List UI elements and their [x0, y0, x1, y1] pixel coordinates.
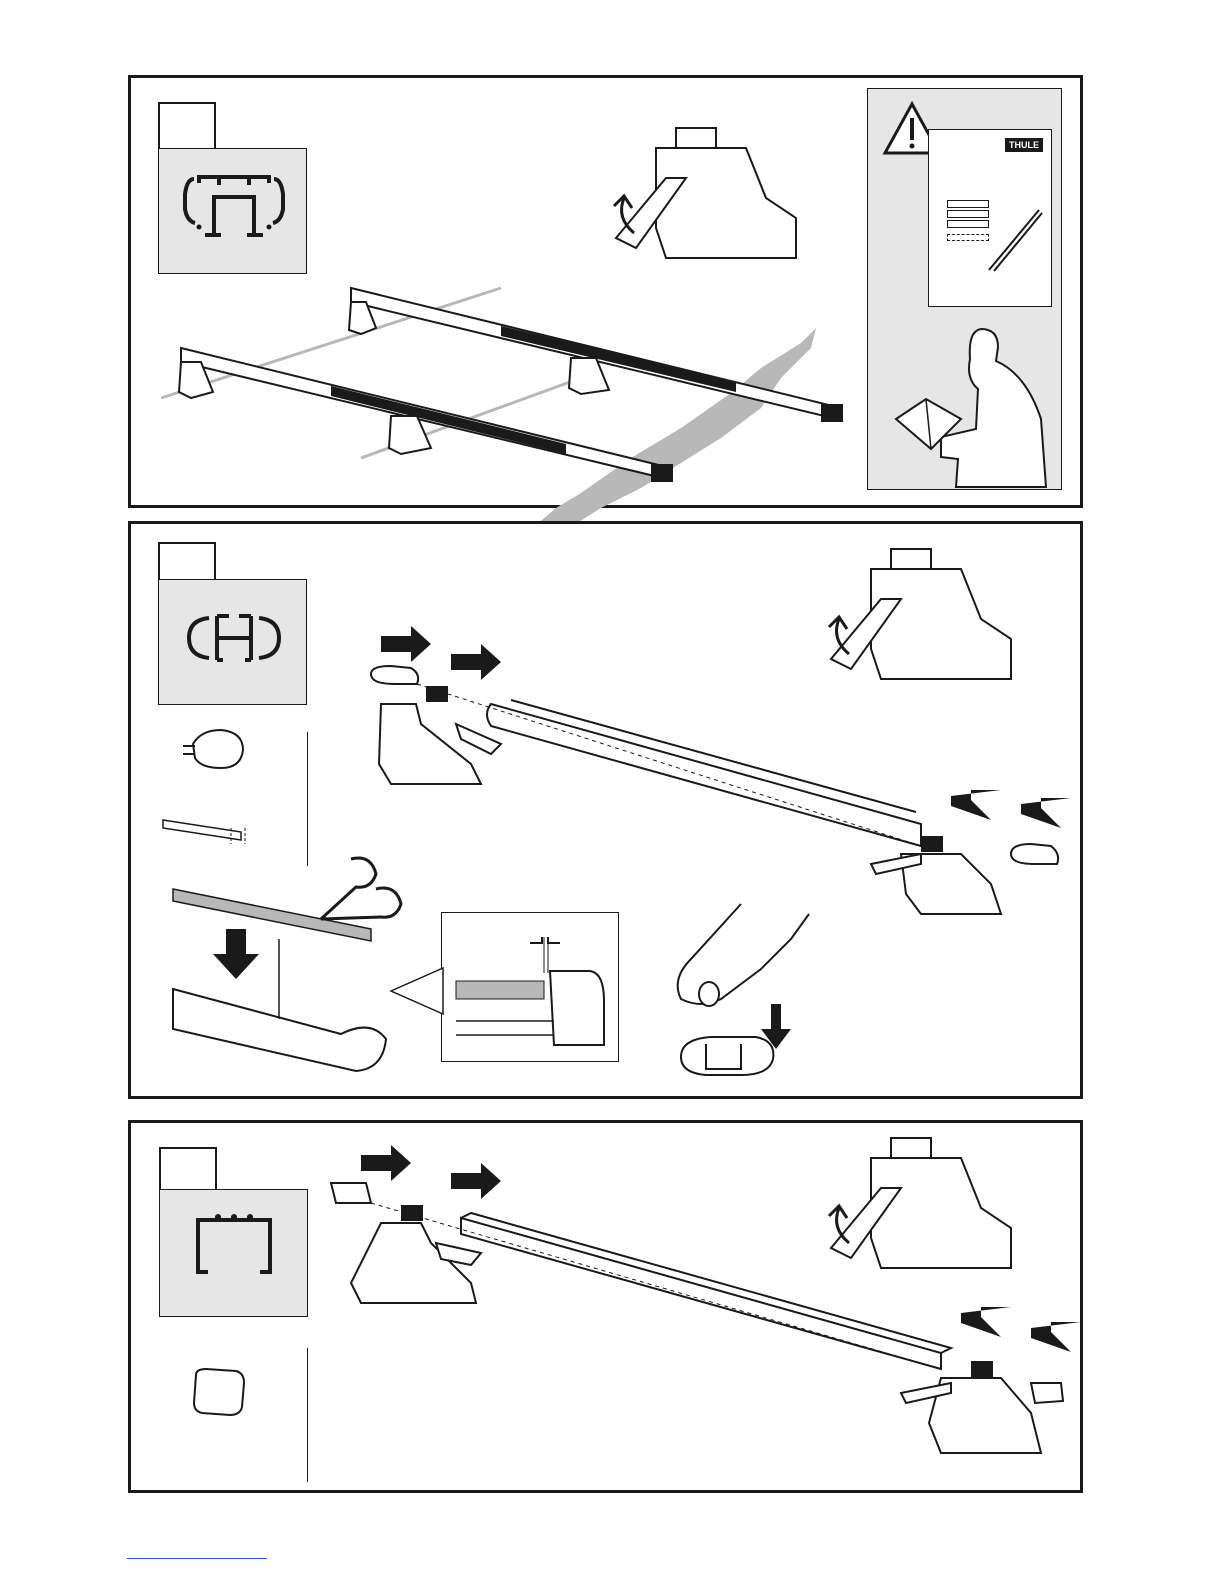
person-reading-icon: [886, 319, 1056, 489]
warning-panel: THULE: [867, 88, 1062, 490]
end-cap-icon: [181, 724, 251, 774]
footer-link-line: [127, 1558, 267, 1559]
push-arrow-icon: [381, 626, 431, 662]
zoom-pointer: [386, 956, 446, 1016]
step-3-foot-detail: [821, 1133, 1021, 1283]
step-2-hand-press-illustration: [661, 899, 811, 1089]
step-3-divider: [307, 1348, 308, 1482]
step-1-foot-detail: [606, 118, 806, 278]
scissors-icon: [321, 858, 401, 919]
step-2-panel: [128, 521, 1083, 1099]
step-3-profile-box: [159, 1189, 308, 1317]
down-arrow-icon: [213, 929, 259, 979]
step-3-panel: [128, 1120, 1083, 1493]
step-1-panel: THULE: [128, 75, 1083, 508]
brand-label: THULE: [1005, 138, 1043, 152]
wingbar-profile-icon: [159, 149, 308, 275]
step-2-foot-detail: [821, 544, 1021, 694]
step-2-cut-strip-illustration: [171, 849, 411, 1079]
step-1-profile-box: [158, 148, 307, 274]
aero-bar: [487, 704, 921, 846]
aerobar-profile-icon: [159, 580, 308, 706]
step-2-profile-box: [158, 579, 307, 705]
step-2-zoom-detail: [441, 912, 619, 1062]
car-roof-shadow: [521, 328, 816, 548]
square-end-cap-icon: [186, 1363, 256, 1423]
gap-measure-diagram: [442, 913, 618, 1061]
instruction-sheet: THULE: [928, 129, 1052, 307]
rubber-strip-icon: [161, 814, 251, 854]
squarebar-profile-icon: [160, 1190, 309, 1318]
bar-sketch-icon: [984, 205, 1044, 275]
step-2-divider: [307, 732, 308, 866]
